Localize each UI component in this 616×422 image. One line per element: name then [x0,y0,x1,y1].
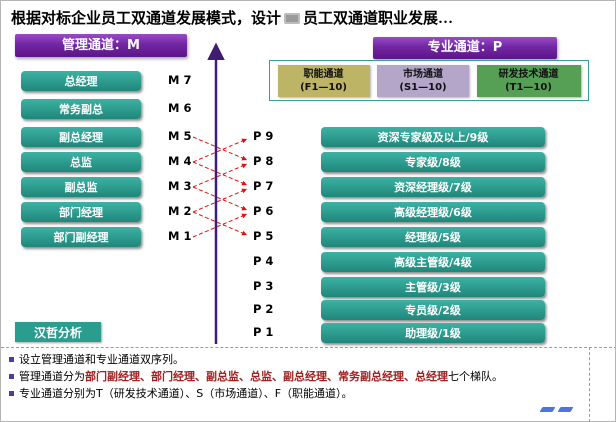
bullet-square-icon [9,374,14,379]
mgmt-level-4: 总监 [21,152,141,172]
scribble-icon [557,407,574,412]
bullet-text: 专业通道分别为T（研发技术通道）、S（市场通道）、F（职能通道）。 [19,386,353,401]
prof-code-p2: P 2 [253,302,274,316]
sub-channel-function-range: (F1—10) [300,81,347,93]
mgmt-code-m3: M 3 [168,179,192,193]
professional-channel-header: 专业通道：P [373,37,557,59]
sub-channel-tech-range: (T1—10) [505,81,552,93]
bullet-item-2: 管理通道分为部门副经理、部门经理、副总监、总监、副总经理、常务副总经理、总经理七… [9,369,587,384]
prof-level-3: 主管级/3级 [321,277,545,297]
mgmt-level-3: 副总监 [21,177,141,197]
sub-channel-tech: 研发技术通道 (T1—10) [476,64,581,97]
prof-code-p9: P 9 [253,129,274,143]
prof-code-p3: P 3 [253,279,274,293]
bullet-item-3: 专业通道分别为T（研发技术通道）、S（市场通道）、F（职能通道）。 [9,386,587,401]
mgmt-code-m5: M 5 [168,129,192,143]
prof-level-4: 高级主管级/4级 [321,252,545,272]
sub-channel-tech-name: 研发技术通道 [498,68,559,80]
title-text-before: 根据对标企业员工双通道发展模式，设计 [11,11,282,27]
analysis-tag: 汉哲分析 [15,322,101,342]
page-title: 根据对标企业员工双通道发展模式，设计 员工双通道职业发展… [11,7,453,28]
prof-level-9: 资深专家级及以上/9级 [321,127,545,147]
mgmt-code-m6: M 6 [168,101,192,115]
horizontal-dashed-divider [1,347,615,348]
bullet-item-1: 设立管理通道和专业通道双序列。 [9,352,587,367]
sub-channel-market-name: 市场通道 [403,68,443,80]
footer-signature-mark [539,405,581,415]
prof-level-7: 资深经理级/7级 [321,177,545,197]
bullet-square-icon [9,357,14,362]
sub-channel-market-range: (S1—10) [399,81,447,93]
management-channel-header: 管理通道：M [15,34,187,57]
mgmt-level-6: 常务副总 [21,99,141,119]
bullet-2-emphasis: 部门副经理、部门经理、副总监、总监、副总经理、常务副总经理、总经理 [85,370,448,383]
bullet-square-icon [9,391,14,396]
prof-level-2: 专员级/2级 [321,300,545,320]
prof-code-p5: P 5 [253,229,274,243]
mgmt-level-1: 部门副经理 [21,227,141,247]
prof-code-p6: P 6 [253,204,274,218]
prof-level-6: 高级经理级/6级 [321,202,545,222]
sub-channel-function: 职能通道 (F1—10) [277,64,370,97]
mgmt-code-m2: M 2 [168,204,192,218]
sub-channel-box: 职能通道 (F1—10) 市场通道 (S1—10) 研发技术通道 (T1—10) [269,60,589,101]
prof-level-5: 经理级/5级 [321,227,545,247]
bullet-2-before: 管理通道分为 [19,370,85,383]
sub-channel-function-name: 职能通道 [303,68,344,80]
bullet-text: 管理通道分为部门副经理、部门经理、副总监、总监、副总经理、常务副总经理、总经理七… [19,369,503,384]
prof-level-1: 助理级/1级 [321,323,545,343]
mgmt-code-m1: M 1 [168,229,192,243]
mgmt-code-m7: M 7 [168,73,192,87]
title-text-after: 员工双通道职业发展… [303,11,454,27]
mgmt-code-m4: M 4 [168,154,192,168]
mgmt-level-7: 总经理 [21,71,141,91]
analysis-bullets: 设立管理通道和专业通道双序列。 管理通道分为部门副经理、部门经理、副总监、总监、… [9,352,587,403]
mgmt-level-2: 部门经理 [21,202,141,222]
prof-level-8: 专家级/8级 [321,152,545,172]
prof-code-p8: P 8 [253,154,274,168]
prof-code-p1: P 1 [253,325,274,339]
bullet-1-before: 设立管理通道和专业通道双序列。 [19,353,184,366]
prof-code-p7: P 7 [253,179,274,193]
scribble-icon [539,407,556,412]
clipboard-icon [284,13,301,24]
bullet-text: 设立管理通道和专业通道双序列。 [19,352,184,367]
vertical-dashed-divider [589,347,590,421]
bullet-2-after: 七个梯队。 [448,370,503,383]
sub-channel-market: 市场通道 (S1—10) [377,64,469,97]
bullet-3-before: 专业通道分别为T（研发技术通道）、S（市场通道）、F（职能通道）。 [19,387,353,400]
mgmt-level-5: 副总经理 [21,127,141,147]
prof-code-p4: P 4 [253,254,274,268]
